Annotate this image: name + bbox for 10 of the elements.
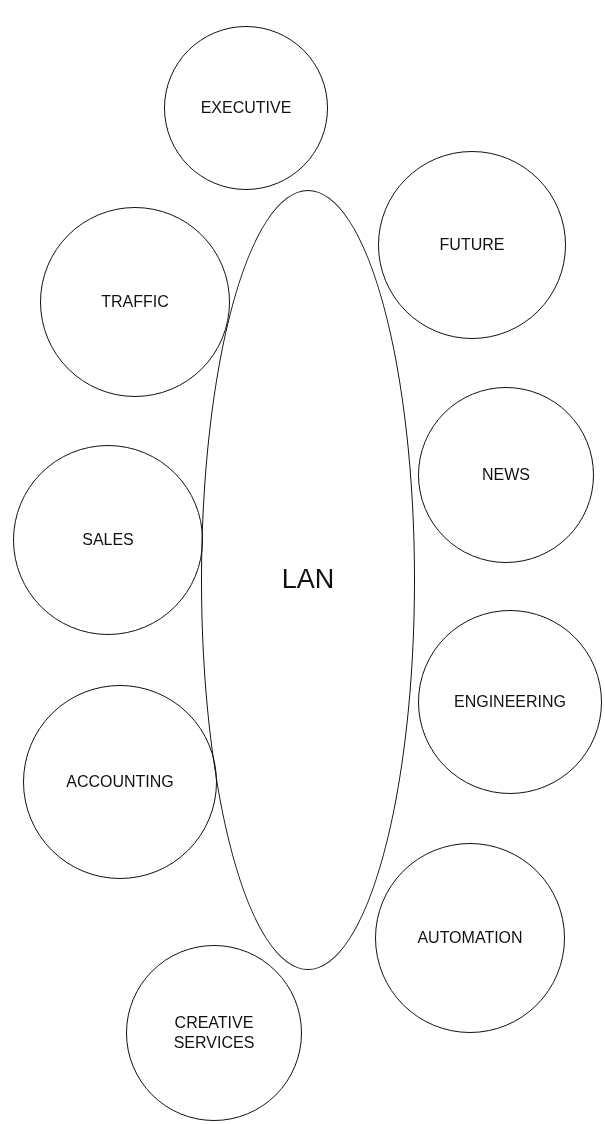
department-label: SALES <box>82 530 134 550</box>
department-label: CREATIVE SERVICES <box>172 1013 256 1053</box>
department-label: NEWS <box>482 465 530 485</box>
department-label: ENGINEERING <box>454 692 566 712</box>
department-label: TRAFFIC <box>101 292 169 312</box>
department-label: FUTURE <box>439 235 505 255</box>
department-label: ACCOUNTING <box>66 772 174 792</box>
department-label: AUTOMATION <box>417 928 523 948</box>
department-label: EXECUTIVE <box>200 98 292 118</box>
network-label: LAN <box>281 563 335 597</box>
